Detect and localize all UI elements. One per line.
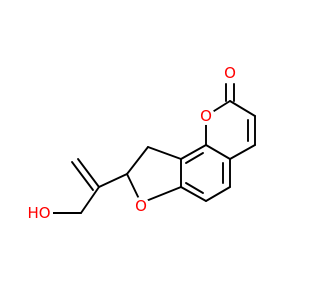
bond-c4-c4a [229,144,256,160]
bond-c8-c9a-inner [185,152,204,164]
hydroxyl-group-label: HO [27,204,50,222]
bond-ch-vinyl [98,173,128,188]
bond-vinyl-ch2-b [71,161,94,191]
furan-oxygen-background [132,197,150,215]
bond-c8-c9a [180,144,207,160]
bond-c2-c3 [229,100,256,117]
bond-vinyl-ch2-a [77,158,100,188]
bond-c4a-c9a [205,144,231,160]
atom-label-layer: O O O HO [27,64,239,223]
pyranone-ring-oxygen-label: O [200,107,212,125]
carbonyl-oxygen-label: O [224,64,236,82]
bond-c6-c7-inner [185,182,204,194]
bond-c8-ch2 [147,146,182,160]
molecule-structure-diagram: O O O HO [27,64,256,223]
pyranone-oxygen-background [197,107,215,125]
bond-c5-c6 [205,186,231,202]
furan-ring-oxygen-label: O [135,197,147,215]
carbonyl-oxygen-background [221,64,239,82]
hydroxyl-background [27,204,53,223]
bond-c6-c7 [180,186,207,202]
bond-vinyl-ch2oh [80,186,100,214]
bond-ch2-ch [126,146,149,175]
bond-layer [50,83,256,214]
